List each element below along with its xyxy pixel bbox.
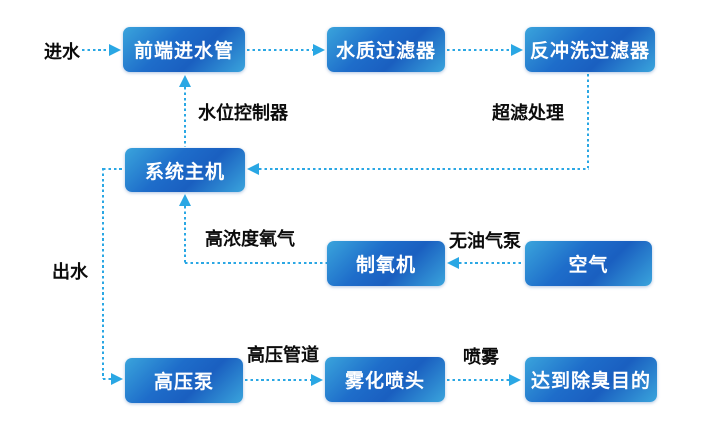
node-system-host: 系统主机	[125, 148, 245, 192]
edge-pipe-line	[245, 379, 311, 381]
node-high-pressure-pump: 高压泵	[125, 358, 243, 403]
node-deodorization-goal: 达到除臭目的	[525, 357, 657, 402]
edge-oxygen-vline	[184, 206, 186, 263]
arrow-right-icon	[509, 374, 521, 386]
node-water-quality-filter: 水质过滤器	[327, 27, 445, 72]
arrow-right-icon	[313, 44, 325, 56]
arrow-right-icon	[111, 373, 123, 385]
edge-spray-line	[447, 379, 509, 381]
label-high-concentration-oxygen: 高浓度氧气	[205, 229, 295, 249]
arrow-right-icon	[511, 44, 523, 56]
label-outlet-water: 出水	[52, 262, 88, 282]
edge-inlet-water-line	[82, 49, 109, 51]
edge-ultrafiltration-vline	[587, 74, 589, 168]
node-backwash-filter: 反冲洗过滤器	[525, 27, 655, 72]
edge-pipe-to-filter-line	[247, 49, 313, 51]
edge-air-line	[459, 262, 523, 264]
edge-water-level-line	[184, 87, 186, 147]
arrow-left-icon	[447, 257, 459, 269]
arrow-right-icon	[311, 374, 323, 386]
edge-oxygen-hline	[185, 262, 327, 264]
edge-filter-to-backwash-line	[447, 49, 511, 51]
arrow-left-icon	[247, 163, 259, 175]
edge-outlet-vline	[102, 168, 104, 379]
node-front-inlet-pipe: 前端进水管	[123, 27, 245, 72]
arrow-right-icon	[109, 44, 121, 56]
label-oil-free-air-pump: 无油气泵	[449, 231, 521, 251]
arrow-up-icon	[179, 75, 191, 87]
edge-outlet-top-hline	[103, 168, 124, 170]
node-air: 空气	[525, 241, 652, 286]
arrow-up-icon	[179, 194, 191, 206]
edge-ultrafiltration-hline	[259, 168, 589, 170]
node-atomizing-nozzle: 雾化喷头	[325, 357, 445, 402]
label-spray: 喷雾	[463, 347, 499, 367]
label-inlet-water: 进水	[44, 42, 80, 62]
label-high-pressure-pipe: 高压管道	[247, 345, 319, 365]
label-water-level-controller: 水位控制器	[198, 103, 288, 123]
node-oxygen-generator: 制氧机	[327, 241, 445, 286]
edge-outlet-bottom-hline	[103, 378, 111, 380]
label-ultrafiltration: 超滤处理	[492, 103, 564, 123]
